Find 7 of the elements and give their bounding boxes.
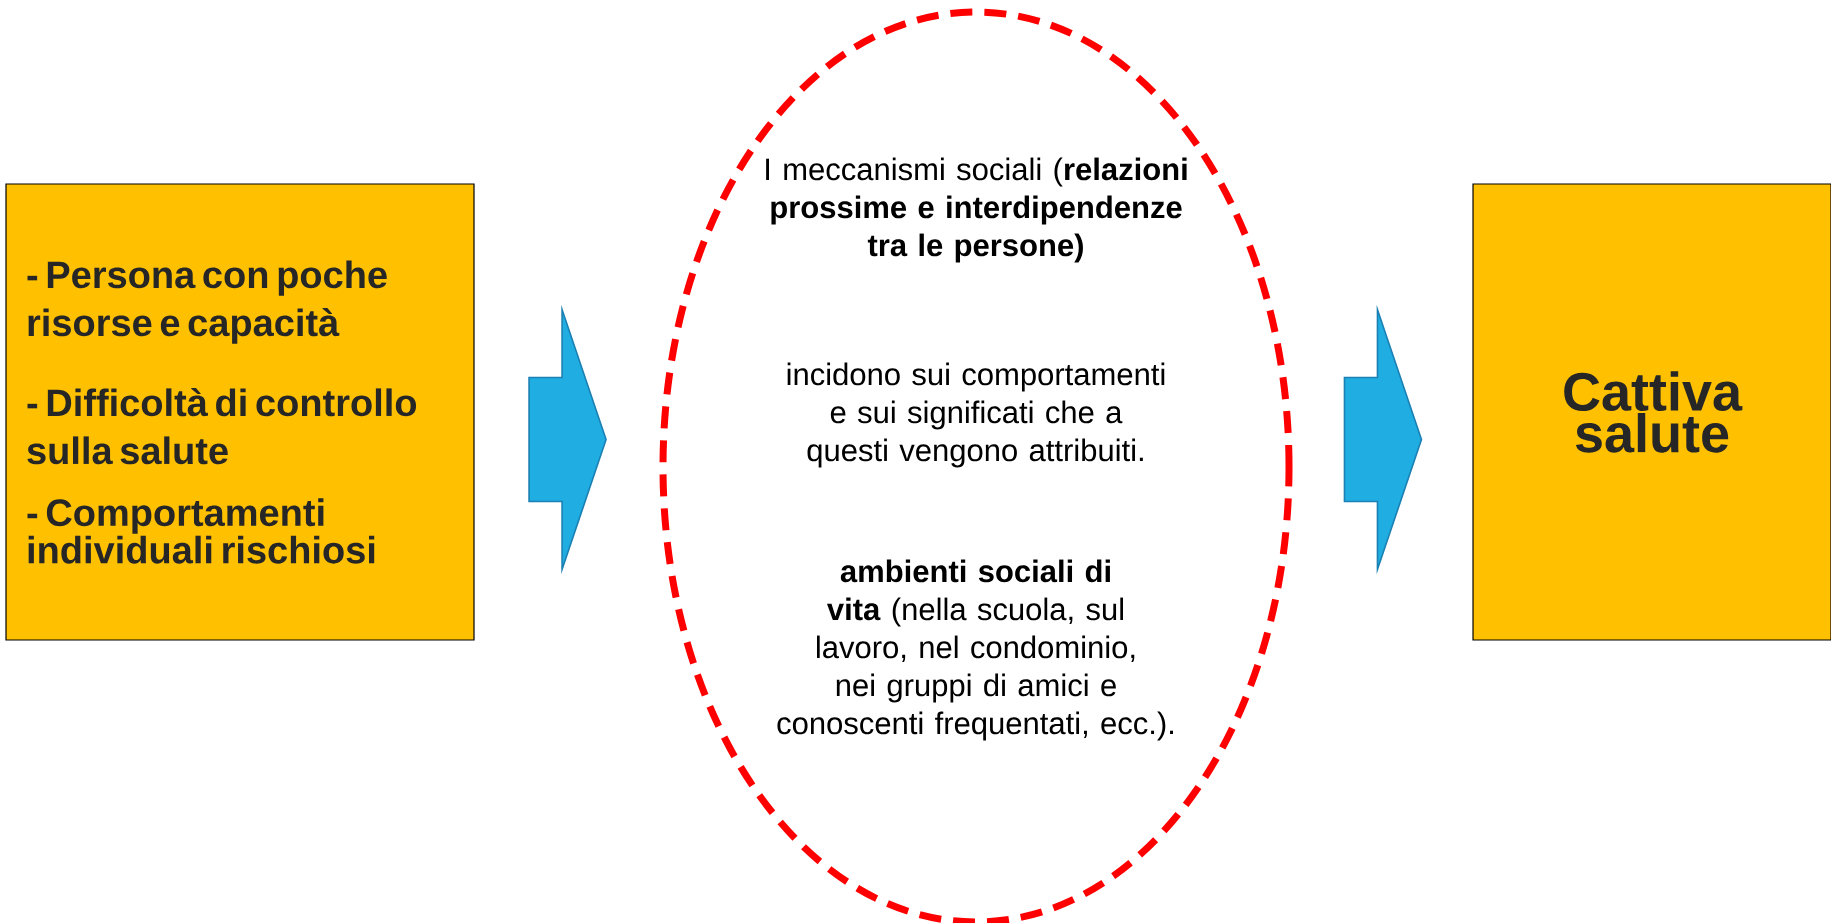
ellipse-text: I meccanismi sociali (relazioni prossime e interdipendenze tra le persone) [766,157,1187,263]
text-box: Cattiva salute [1472,183,1831,641]
ellipse-text: incidono sui comportamenti e sui significati che a questi vengono attribuiti. [787,362,1165,468]
block-arrow [1343,304,1423,575]
block-arrow [528,304,607,575]
text-box: - Persona con poche risorse e capacità - Difficoltà di controllo sulla salute - Comportamenti individuali rischiosi [5,183,475,641]
ellipse-text: ambienti sociali di vita (nella scuola, sul lavoro, nel condominio, nei gruppi di amici e conoscenti frequentati, ecc.). [777,559,1173,741]
